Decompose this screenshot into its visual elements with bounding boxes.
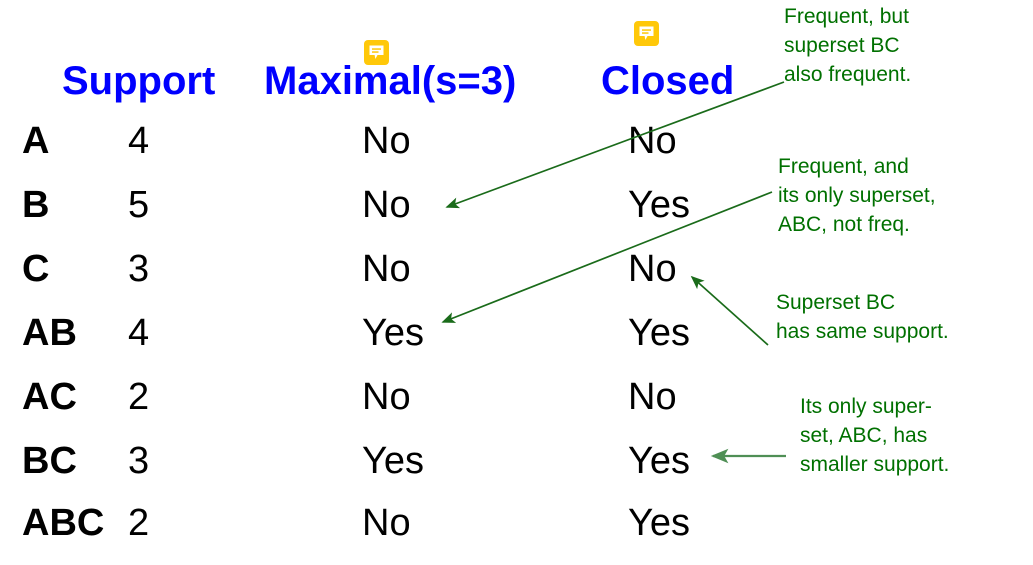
cell-item: B — [22, 184, 50, 226]
cell-closed: Yes — [628, 502, 690, 544]
comparison-table: Support Maximal(s=3) Closed — [0, 21, 770, 564]
cell-item: ABC — [22, 502, 105, 544]
cell-maximal: No — [362, 376, 411, 418]
column-header-support: Support — [62, 59, 216, 103]
cell-closed: No — [628, 120, 677, 162]
cell-support: 3 — [128, 440, 150, 482]
cell-closed: No — [628, 376, 677, 418]
column-header-maximal: Maximal(s=3) — [264, 59, 517, 103]
cell-item: A — [22, 120, 50, 162]
comment-icon — [634, 21, 659, 46]
annotation-note: Frequent, but superset BC also frequent. — [784, 5, 912, 86]
cell-maximal: Yes — [362, 312, 424, 354]
cell-closed: Yes — [628, 440, 690, 482]
table-header-row: Support Maximal(s=3) Closed — [0, 58, 770, 110]
comment-icon — [364, 40, 389, 65]
annotation-note: Frequent, and its only superset, ABC, no… — [778, 155, 936, 236]
table-row: ABC 2 No Yes — [0, 500, 770, 564]
cell-support: 2 — [128, 502, 150, 544]
cell-support: 3 — [128, 248, 150, 290]
cell-support: 4 — [128, 120, 150, 162]
comment-badge-maximal[interactable] — [364, 40, 389, 65]
table-row: AC 2 No No — [0, 374, 770, 438]
cell-support: 4 — [128, 312, 150, 354]
cell-maximal: No — [362, 248, 411, 290]
table-row: BC 3 Yes Yes — [0, 438, 770, 502]
cell-maximal: No — [362, 120, 411, 162]
cell-item: AB — [22, 312, 77, 354]
annotation-note: Superset BC has same support. — [776, 291, 949, 343]
table-row: AB 4 Yes Yes — [0, 310, 770, 374]
cell-item: BC — [22, 440, 77, 482]
comment-badge-closed[interactable] — [634, 21, 659, 46]
column-header-closed: Closed — [601, 59, 735, 103]
table-row: A 4 No No — [0, 118, 770, 182]
cell-maximal: Yes — [362, 440, 424, 482]
annotation-note: Its only super- set, ABC, has smaller su… — [800, 395, 950, 476]
cell-closed: No — [628, 248, 677, 290]
cell-support: 2 — [128, 376, 150, 418]
cell-maximal: No — [362, 502, 411, 544]
cell-item: C — [22, 248, 50, 290]
cell-support: 5 — [128, 184, 150, 226]
table-row: C 3 No No — [0, 246, 770, 310]
cell-closed: Yes — [628, 312, 690, 354]
cell-closed: Yes — [628, 184, 690, 226]
table-row: B 5 No Yes — [0, 182, 770, 246]
cell-item: AC — [22, 376, 77, 418]
cell-maximal: No — [362, 184, 411, 226]
